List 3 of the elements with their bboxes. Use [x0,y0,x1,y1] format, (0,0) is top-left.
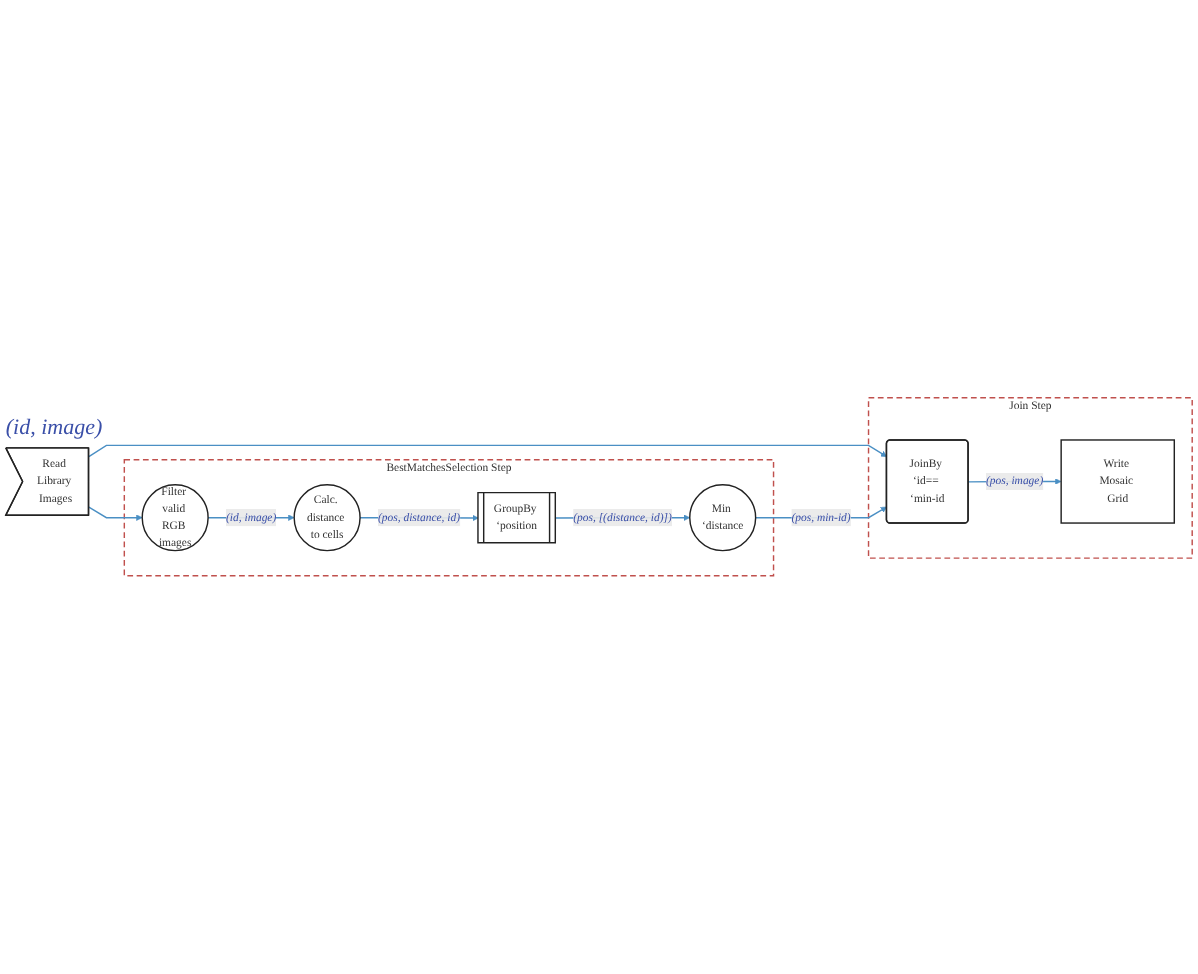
arrow [88,506,143,522]
arrow [88,444,888,458]
data-label: (id, image) [5,416,103,441]
